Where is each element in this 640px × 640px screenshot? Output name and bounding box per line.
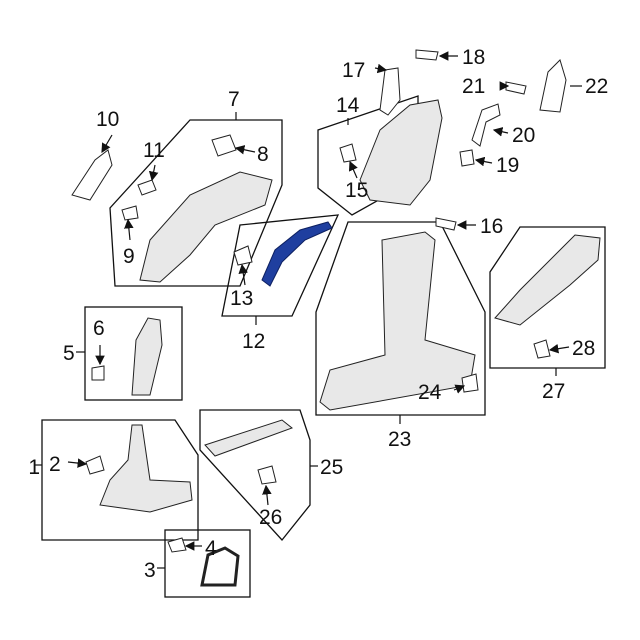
part-3-seal bbox=[200, 546, 240, 587]
callout-23: 23 bbox=[388, 428, 411, 451]
callout-24: 24 bbox=[418, 381, 442, 404]
callout-11: 11 bbox=[143, 139, 165, 162]
part-12-highlighted-trim bbox=[261, 221, 333, 287]
part-2-clip bbox=[85, 455, 105, 475]
part-5-bracket bbox=[131, 317, 163, 396]
callout-14: 14 bbox=[336, 94, 360, 117]
part-8-clip bbox=[211, 134, 237, 157]
callout-16: 16 bbox=[480, 215, 503, 238]
part-19-clip bbox=[459, 149, 475, 167]
callout-8: 8 bbox=[257, 143, 269, 166]
callout-6: 6 bbox=[93, 317, 105, 340]
part-6-clip bbox=[91, 365, 105, 381]
part-26-clip bbox=[257, 465, 277, 485]
part-11-bolt bbox=[137, 179, 157, 196]
callout-1: 1 bbox=[28, 456, 40, 479]
callout-26: 26 bbox=[259, 506, 282, 529]
group-box-1 bbox=[41, 419, 199, 541]
part-21-bolt bbox=[505, 81, 527, 95]
part-16-bolt bbox=[435, 217, 457, 231]
part-22-bracket bbox=[539, 59, 567, 113]
callout-7: 7 bbox=[228, 88, 240, 111]
callout-15: 15 bbox=[345, 179, 368, 202]
callout-17: 17 bbox=[342, 59, 365, 82]
callout-28: 28 bbox=[572, 337, 595, 360]
part-1-trim bbox=[99, 424, 193, 513]
callout-5: 5 bbox=[63, 342, 75, 365]
callout-9: 9 bbox=[123, 245, 135, 268]
part-13-clip bbox=[233, 245, 253, 266]
callout-19: 19 bbox=[496, 154, 519, 177]
callout-2: 2 bbox=[49, 453, 61, 476]
group-box-27 bbox=[489, 226, 606, 369]
part-25-scuff-plate bbox=[204, 419, 294, 457]
leader-lines bbox=[34, 51, 582, 569]
callout-10: 10 bbox=[96, 108, 119, 131]
part-7-trim bbox=[139, 171, 273, 283]
part-17-bracket bbox=[379, 67, 401, 116]
callout-4: 4 bbox=[205, 537, 217, 560]
group-box-7 bbox=[109, 119, 283, 287]
part-15-clip bbox=[339, 143, 357, 163]
part-10-bracket bbox=[71, 149, 113, 201]
part-20-bracket bbox=[471, 103, 501, 147]
callout-25: 25 bbox=[320, 456, 343, 479]
part-27-scuff-plate bbox=[494, 234, 601, 326]
group-box-12 bbox=[221, 214, 340, 317]
group-box-5 bbox=[84, 306, 183, 401]
group-box-3 bbox=[164, 529, 251, 598]
callout-12: 12 bbox=[242, 330, 265, 353]
callout-13: 13 bbox=[230, 287, 253, 310]
callout-3: 3 bbox=[144, 559, 156, 582]
part-28-clip bbox=[533, 339, 551, 359]
callout-27: 27 bbox=[542, 380, 565, 403]
callout-18: 18 bbox=[462, 46, 485, 69]
callout-22: 22 bbox=[585, 75, 608, 98]
callout-21: 21 bbox=[462, 75, 485, 98]
part-9-clip bbox=[121, 205, 139, 221]
part-23-pillar-trim bbox=[319, 231, 476, 411]
group-box-25 bbox=[199, 409, 311, 542]
part-18-bolt bbox=[415, 49, 439, 61]
callout-20: 20 bbox=[512, 124, 535, 147]
part-14-trim bbox=[359, 99, 443, 206]
